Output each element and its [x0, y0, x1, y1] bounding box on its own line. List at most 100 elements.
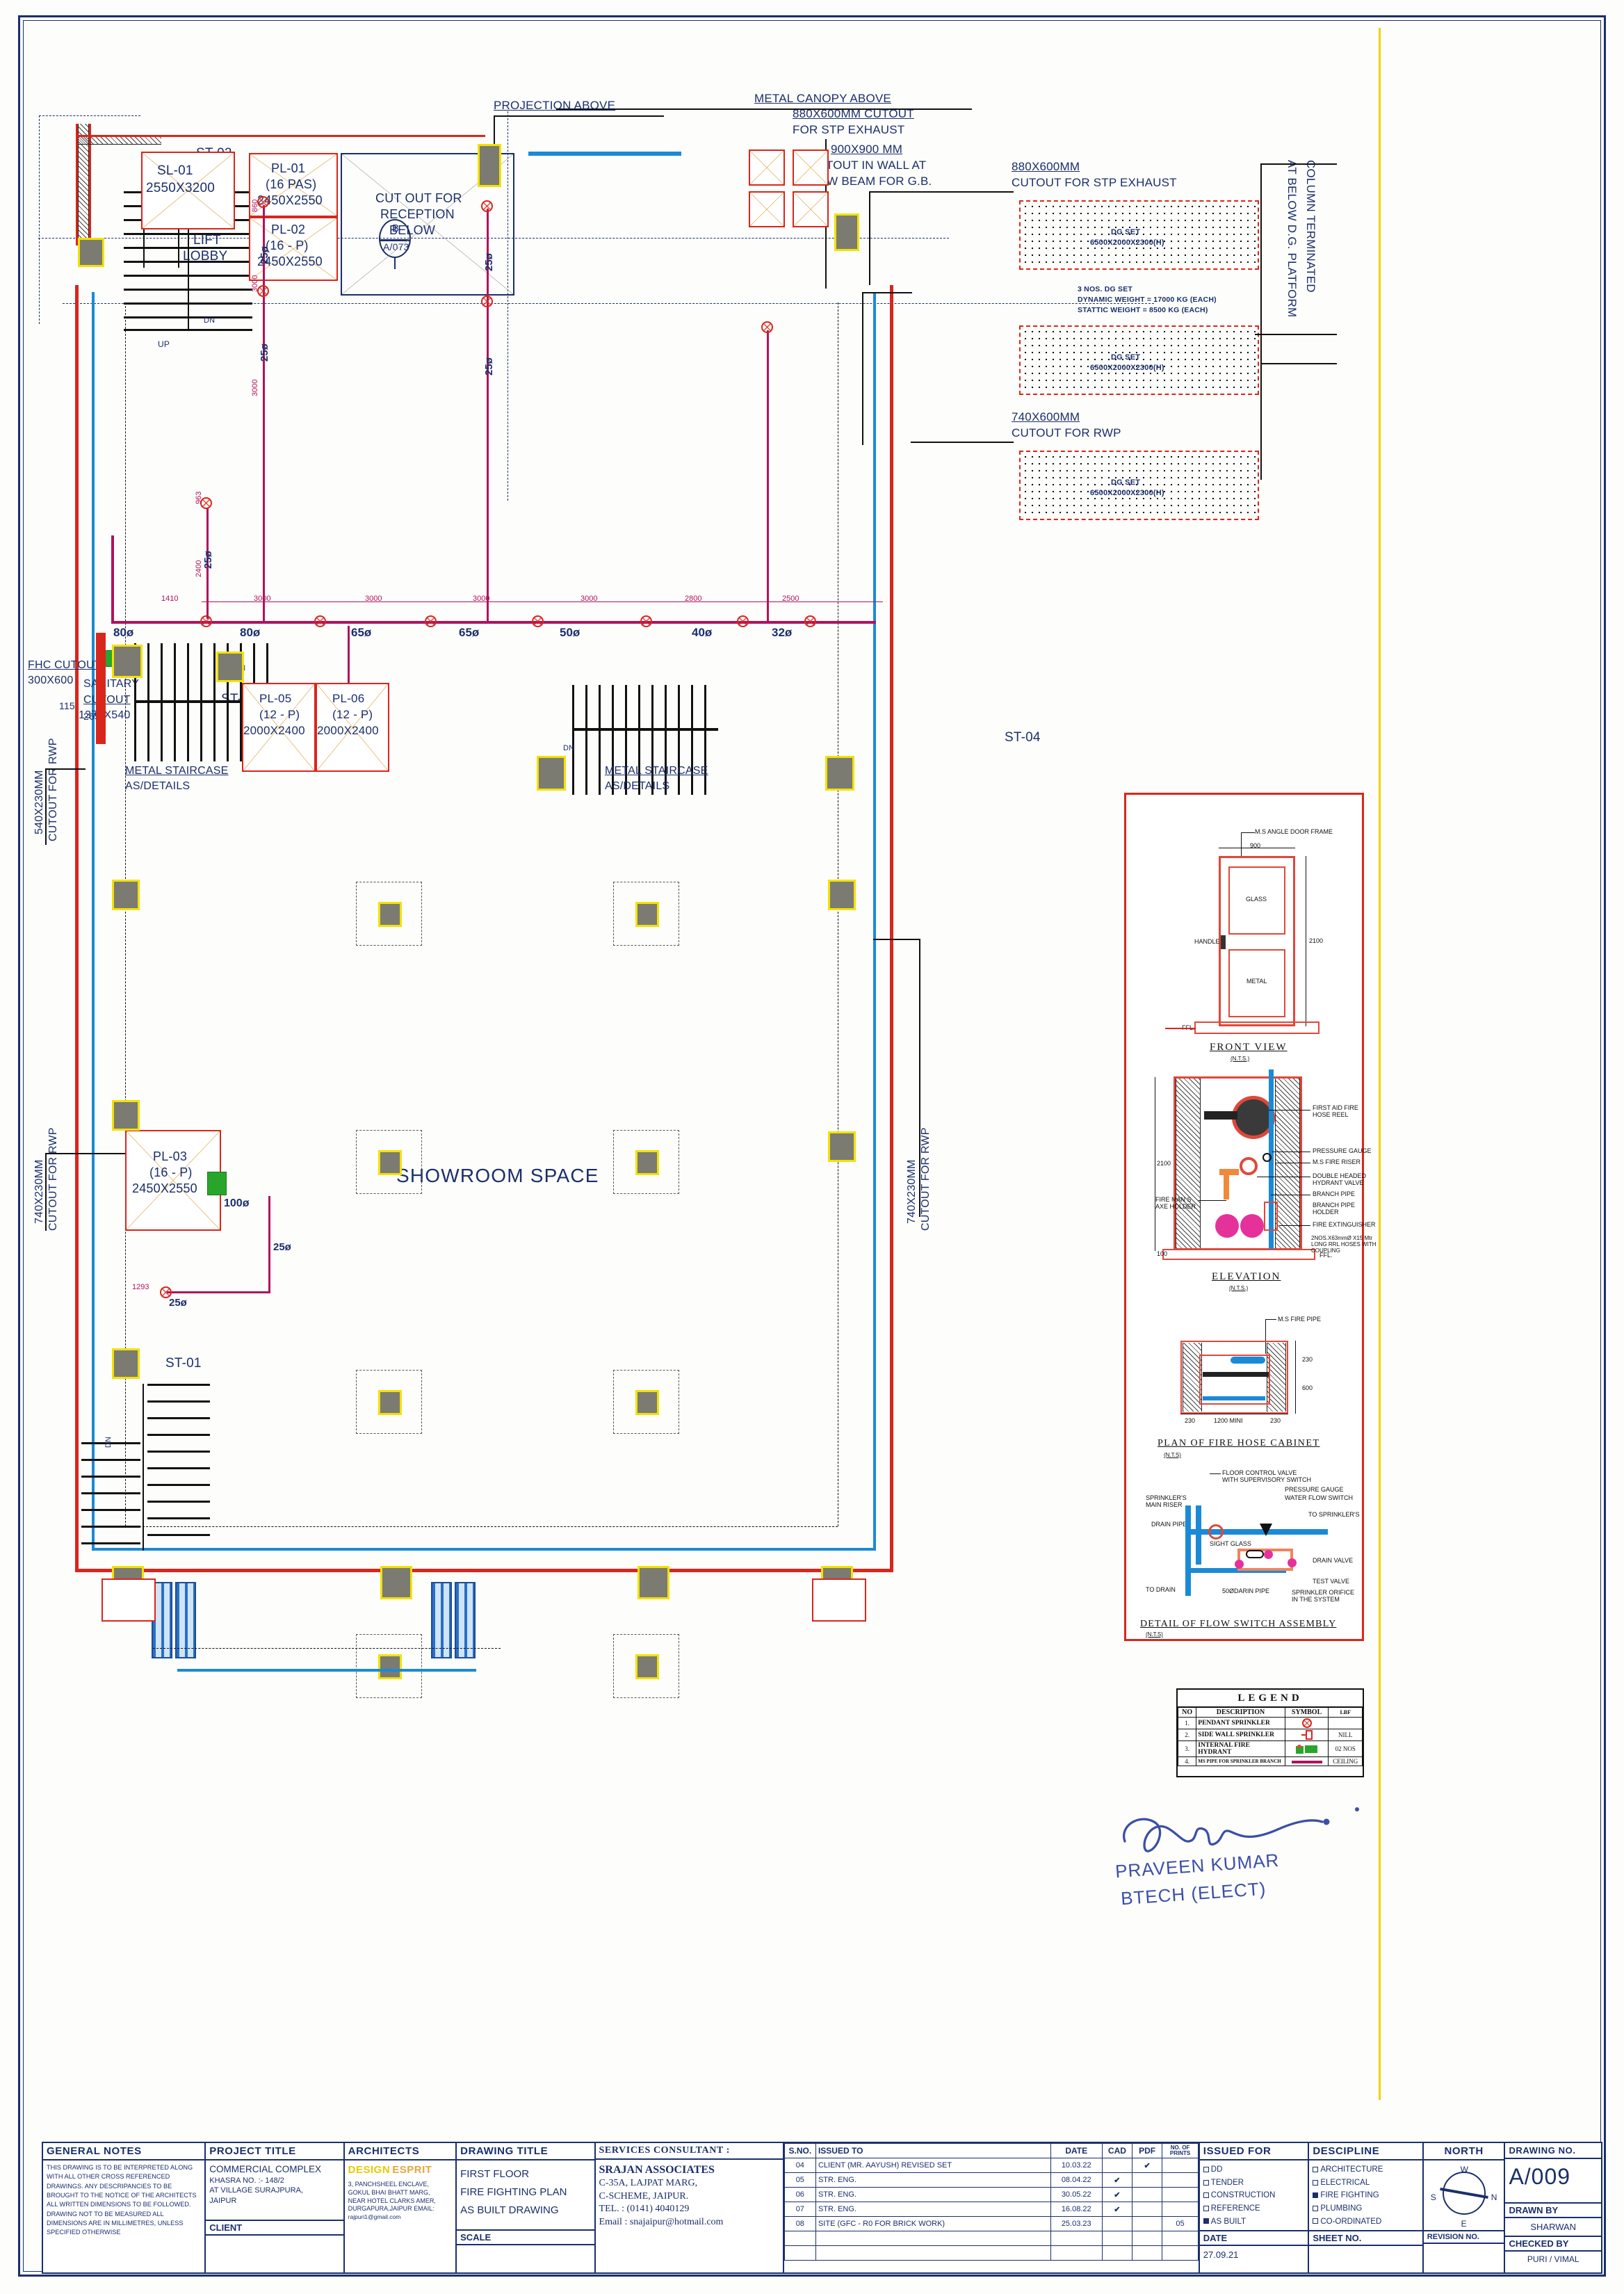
- project-city: JAIPUR: [209, 2196, 237, 2205]
- rev-pdf: ✔: [1132, 2158, 1163, 2173]
- tb-discipline: DESCIPLINE ARCHITECTURE ELECTRICAL FIRE …: [1309, 2143, 1424, 2272]
- signature-mark: [1122, 1807, 1359, 1852]
- checkbox-icon[interactable]: [1313, 2179, 1319, 2186]
- sprinkler-v2a: [257, 196, 269, 208]
- rev-date: [1050, 2245, 1103, 2261]
- fire-hydrant-icon: [1284, 1740, 1329, 1757]
- facade-panel-2: [175, 1582, 196, 1658]
- discipline-item-architecture[interactable]: ARCHITECTURE: [1313, 2163, 1418, 2176]
- issued-for-item-tender[interactable]: TENDER: [1203, 2176, 1305, 2190]
- rev-col-issued-to: ISSUED TO: [815, 2143, 1051, 2158]
- tb-revision-table: S.NO. ISSUED TO DATE CAD PDF NO. OF PRIN…: [783, 2143, 1200, 2272]
- drawn-by-header: DRAWN BY: [1505, 2202, 1601, 2218]
- elev-lbl-branch-holder-2: HOLDER: [1313, 1209, 1339, 1215]
- shaft-cap-pl-06: (12 - P): [332, 708, 373, 721]
- checkbox-checked-icon[interactable]: [1313, 2192, 1319, 2199]
- note-metal-staircase-r1: METAL STAIRCASE: [605, 765, 708, 777]
- dim-3000-c: 3000: [473, 595, 490, 603]
- fire-main-horizontal: [111, 621, 876, 624]
- consultant-addr-2: C-SCHEME, JAIPUR.: [599, 2190, 689, 2202]
- lift-lobby-label-1: LIFT: [193, 233, 221, 248]
- pipe-size-25-v3a: 25ø: [483, 253, 495, 271]
- door-height-dim: 2100: [1309, 937, 1324, 944]
- rev-prints: [1162, 2245, 1199, 2261]
- note-stp-cutout-top-1: 880X600MM CUTOUT: [793, 107, 914, 120]
- discipline-item-fire-fighting[interactable]: FIRE FIGHTING: [1313, 2189, 1418, 2202]
- sprinkler-main-left: [92, 292, 95, 1551]
- fold-line: [1379, 28, 1381, 2100]
- tb-north: NORTH W E S N REVISION NO.: [1423, 2143, 1506, 2272]
- checkbox-checked-icon[interactable]: [1203, 2218, 1209, 2224]
- drawing-title-header: DRAWING TITLE: [457, 2143, 594, 2160]
- discipline-item-plumbing[interactable]: PLUMBING: [1313, 2202, 1418, 2215]
- cutout-900x900-b: [793, 191, 829, 227]
- shaft-cap-pl-01: (16 PAS): [266, 177, 317, 191]
- rev-date: 16.08.22: [1050, 2202, 1103, 2217]
- rrl-hose-icon-1: [1215, 1214, 1239, 1238]
- sprinkler-orifice-icon: [1235, 1560, 1244, 1569]
- dg-set-label-2: DG SET: [1111, 353, 1141, 362]
- legend-no-2: 2.: [1177, 1729, 1197, 1741]
- rev-pdf: [1132, 2216, 1163, 2231]
- fs-darin-pipe: 50ØDARIN PIPE: [1222, 1588, 1270, 1594]
- column-grid-8: [613, 1634, 679, 1698]
- dim-963: 963: [195, 491, 203, 504]
- fs-sight-glass: SIGHT GLASS: [1210, 1540, 1251, 1547]
- checkbox-icon[interactable]: [1313, 2218, 1319, 2224]
- perimeter-wall-right: [890, 285, 893, 1572]
- dim-1410: 1410: [161, 595, 179, 603]
- sprinkler-v1: [200, 497, 212, 509]
- column-grid-7: [356, 1634, 422, 1698]
- issued-for-item-as-built[interactable]: AS BUILT: [1203, 2215, 1305, 2229]
- tb-drawing-title: DRAWING TITLE FIRST FLOOR FIRE FIGHTING …: [457, 2143, 596, 2272]
- note-column-terminated: COLUMN TERMINATED: [1304, 160, 1317, 293]
- shaft-label-pl-06: PL-06: [332, 692, 365, 705]
- drawing-no-header: DRAWING NO.: [1505, 2143, 1601, 2159]
- note-sanitary-2: CUTOUT: [83, 694, 131, 706]
- checkbox-icon[interactable]: [1203, 2192, 1209, 2199]
- checkbox-icon[interactable]: [1203, 2166, 1209, 2172]
- elev-lbl-hydrant-2: HYDRANT VALVE: [1313, 1179, 1364, 1186]
- discipline-item-co-ordinated[interactable]: CO-ORDINATED: [1313, 2215, 1418, 2229]
- dim-3000-d: 3000: [580, 595, 598, 603]
- checkbox-icon[interactable]: [1313, 2166, 1319, 2172]
- client-value: [206, 2236, 343, 2259]
- pressure-gauge-icon: [1262, 1153, 1272, 1162]
- rev-cad: [1101, 2231, 1133, 2246]
- checkbox-icon[interactable]: [1203, 2205, 1209, 2211]
- legend-table: NO DESCRIPTION SYMBOL LBF 1. PENDANT SPR…: [1177, 1707, 1363, 1766]
- rev-issued-to: [815, 2245, 1051, 2261]
- table-row: [783, 2245, 1199, 2261]
- issued-for-item-dd[interactable]: DD: [1203, 2163, 1305, 2176]
- pendant-sprinkler-icon: [1284, 1717, 1329, 1729]
- fire-extinguisher-icon: [1264, 1202, 1278, 1231]
- column-grid-3: [356, 1130, 422, 1194]
- issued-for-item-construction[interactable]: CONSTRUCTION: [1203, 2189, 1305, 2202]
- signatory-qualification: BTECH (ELECT): [1120, 1877, 1267, 1909]
- note-metal-staircase-l2: AS/DETAILS: [125, 780, 190, 792]
- rev-issued-to: STR. ENG.: [815, 2187, 1051, 2202]
- elev-lbl-rrl-3: COUPLING: [1311, 1247, 1340, 1254]
- legend-header-row: NO DESCRIPTION SYMBOL LBF: [1177, 1707, 1363, 1718]
- dg-set-label-3: DG SET: [1111, 478, 1141, 487]
- date-header: DATE: [1199, 2230, 1308, 2247]
- issued-for-item-reference[interactable]: REFERENCE: [1203, 2202, 1305, 2215]
- elev-lbl-axe-1: FIRE MAN S: [1155, 1196, 1192, 1203]
- legend-lbf-4: CEILING: [1328, 1756, 1363, 1766]
- branch-pipe-v2: [263, 205, 265, 622]
- wall-left-top: [78, 124, 89, 245]
- stair-direction-dn-st02: DN: [204, 316, 216, 325]
- door-metal-label: METAL: [1247, 978, 1267, 985]
- checkbox-icon[interactable]: [1313, 2205, 1319, 2211]
- checkbox-icon[interactable]: [1203, 2179, 1209, 2186]
- column-g2: [635, 902, 659, 927]
- shaft-pl-05: [242, 683, 316, 772]
- cab-dim-230c: 230: [1270, 1417, 1281, 1424]
- discipline-item-electrical[interactable]: ELECTRICAL: [1313, 2176, 1418, 2190]
- project-village: AT VILLAGE SURAJPURA,: [209, 2186, 303, 2195]
- rev-sno: [783, 2231, 816, 2246]
- consultant-name: SRAJAN ASSOCIATES: [599, 2164, 715, 2176]
- legend-title: LEGEND: [1178, 1690, 1363, 1707]
- sheet-border-outer: [18, 15, 1606, 2277]
- lift-lobby-label-2: LOBBY: [183, 249, 228, 264]
